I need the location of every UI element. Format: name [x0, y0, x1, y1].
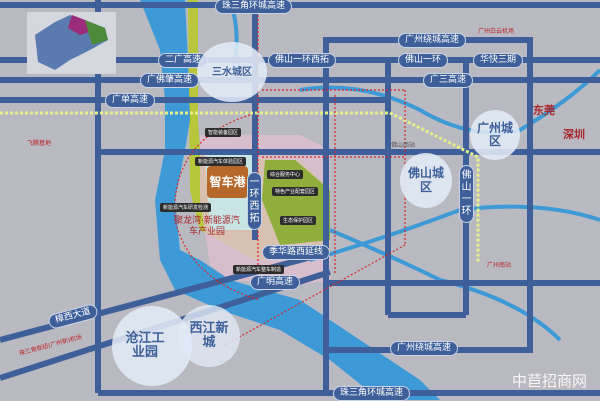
- poi-label: 新能源汽车研发检测: [160, 203, 212, 212]
- baiyun-airport-label: 广州白云机场: [478, 28, 515, 35]
- road-label-fs-ring-west: 佛山一环西拓: [268, 53, 337, 68]
- district-xijiang: 西江新城: [178, 305, 240, 367]
- district-foshan: 佛山城区: [400, 153, 452, 208]
- high-speed-rail: [0, 111, 480, 262]
- project-box[interactable]: [207, 166, 248, 198]
- project-name[interactable]: 智车港: [209, 175, 246, 189]
- road-label-ring-top: 珠三角环城高速: [215, 0, 293, 14]
- poi-label: 生态保护园区: [280, 216, 317, 225]
- road-label-fs-ring-west-vertical: 一环西拓: [247, 172, 262, 230]
- road-label-fs-ring-vertical: 佛山一环: [459, 165, 474, 223]
- city-dongguan: 东莞: [533, 104, 555, 117]
- road-label-guangdan: 广单高速: [105, 93, 156, 108]
- poi-label: 特色产业配套园区: [272, 187, 319, 196]
- watermark: 中苣招商网: [512, 372, 588, 390]
- station-foshan-west: 佛山西站: [391, 142, 416, 149]
- poi-label: 新能源汽车整车制造: [233, 265, 285, 274]
- road-label-guangfozhao: 广佛肇高速: [140, 73, 200, 88]
- road-label-huakuai: 华快三期: [473, 53, 524, 68]
- feiteng-label: 飞腾基地: [27, 140, 52, 147]
- city-shenzhen: 深圳: [563, 128, 585, 141]
- road-label-guangsan: 广三高速: [423, 73, 474, 88]
- road-label-gz-ring-top: 广州绕城高速: [398, 33, 467, 48]
- district-sanshui: 三水城区: [197, 42, 267, 102]
- province-region-green: [85, 20, 108, 45]
- road-label-ring-bottom: 珠三角环城高速: [333, 386, 411, 401]
- river: [140, 0, 440, 400]
- road-label-jihua: 季华路西延线: [262, 245, 331, 260]
- poi-label: 新能源汽车体验园区: [195, 157, 247, 166]
- road-label-gz-ring-bottom: 广州绕城高速: [390, 341, 459, 356]
- industrial-park-name: 聚龙湾·新能源汽车产业园: [174, 216, 240, 237]
- road-label-guangming: 广明高速: [250, 275, 301, 290]
- district-guangzhou: 广州城区: [470, 110, 520, 160]
- district-cangjiang: 沧江工业园: [112, 306, 192, 386]
- poi-label: 综合服务中心: [267, 170, 304, 179]
- station-guangzhou-south: 广州南站: [487, 262, 512, 269]
- road-label-fs-ring: 佛山一环: [398, 53, 449, 68]
- poi-label: 智能装备园区: [205, 128, 242, 137]
